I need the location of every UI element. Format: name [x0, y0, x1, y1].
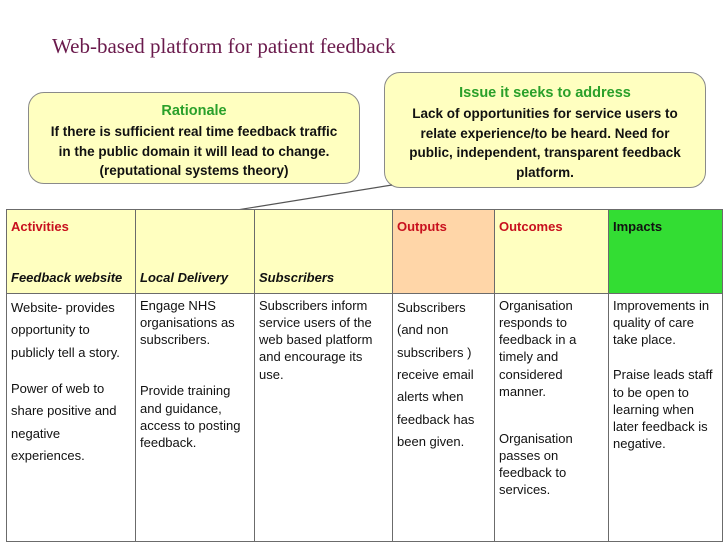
outcomes-label: Outcomes	[499, 219, 563, 234]
cell-local-delivery: Engage NHS organisations as subscribers.…	[135, 293, 255, 542]
header-activities: Activities Feedback website	[6, 209, 136, 294]
logic-model-table: Activities Feedback website Local Delive…	[6, 209, 723, 542]
page-title: Web-based platform for patient feedback	[52, 34, 396, 58]
rationale-callout: Rationale If there is sufficient real ti…	[28, 92, 360, 184]
cell-outputs: Subscribers (and non subscribers ) recei…	[392, 293, 495, 542]
cell-impacts: Improvements in quality of care take pla…	[608, 293, 723, 542]
impacts-text-a: Improvements in quality of care take pla…	[613, 298, 710, 348]
issue-callout: Issue it seeks to address Lack of opport…	[384, 72, 706, 188]
issue-heading: Issue it seeks to address	[459, 85, 631, 101]
local-delivery-label: Local Delivery	[140, 269, 229, 285]
subscribers-text: Subscribers inform service users of the …	[259, 298, 373, 382]
local-delivery-text-b: Provide training and guidance, access to…	[140, 383, 241, 450]
issue-line: relate experience/to be heard. Need for	[420, 125, 670, 141]
rationale-line: in the public domain it will lead to cha…	[58, 143, 330, 159]
issue-line: Lack of opportunities for service users …	[412, 106, 678, 122]
impacts-label: Impacts	[613, 219, 663, 234]
feedback-website-label: Feedback website	[11, 269, 123, 285]
header-local-delivery: Local Delivery	[135, 209, 255, 294]
header-outputs: Outputs	[392, 209, 495, 294]
outputs-text: Subscribers (and non subscribers ) recei…	[397, 300, 475, 450]
activities-label: Activities	[11, 219, 69, 234]
cell-outcomes: Organisation responds to feedback in a t…	[494, 293, 609, 542]
rationale-heading: Rationale	[161, 103, 227, 119]
header-impacts: Impacts	[608, 209, 723, 294]
header-outcomes: Outcomes	[494, 209, 609, 294]
cell-activities: Website- provides opportunity to publicl…	[6, 293, 136, 542]
outcomes-text-a: Organisation responds to feedback in a t…	[499, 298, 577, 399]
activities-text-a: Website- provides opportunity to publicl…	[11, 300, 120, 360]
impacts-text-b: Praise leads staff to be open to learnin…	[613, 367, 713, 452]
local-delivery-text-a: Engage NHS organisations as subscribers.	[140, 298, 235, 348]
header-subscribers: Subscribers	[254, 209, 393, 294]
outputs-label: Outputs	[397, 219, 447, 234]
issue-line: platform.	[516, 164, 574, 180]
rationale-line: (reputational systems theory)	[99, 163, 289, 179]
issue-line: public, independent, transparent feedbac…	[409, 145, 681, 161]
activities-text-b: Power of web to share positive and negat…	[11, 381, 117, 464]
outcomes-text-b: Organisation passes on feedback to servi…	[499, 430, 573, 498]
subscribers-label: Subscribers	[259, 269, 335, 285]
cell-subscribers: Subscribers inform service users of the …	[254, 293, 393, 542]
rationale-line: If there is sufficient real time feedbac…	[50, 124, 338, 140]
